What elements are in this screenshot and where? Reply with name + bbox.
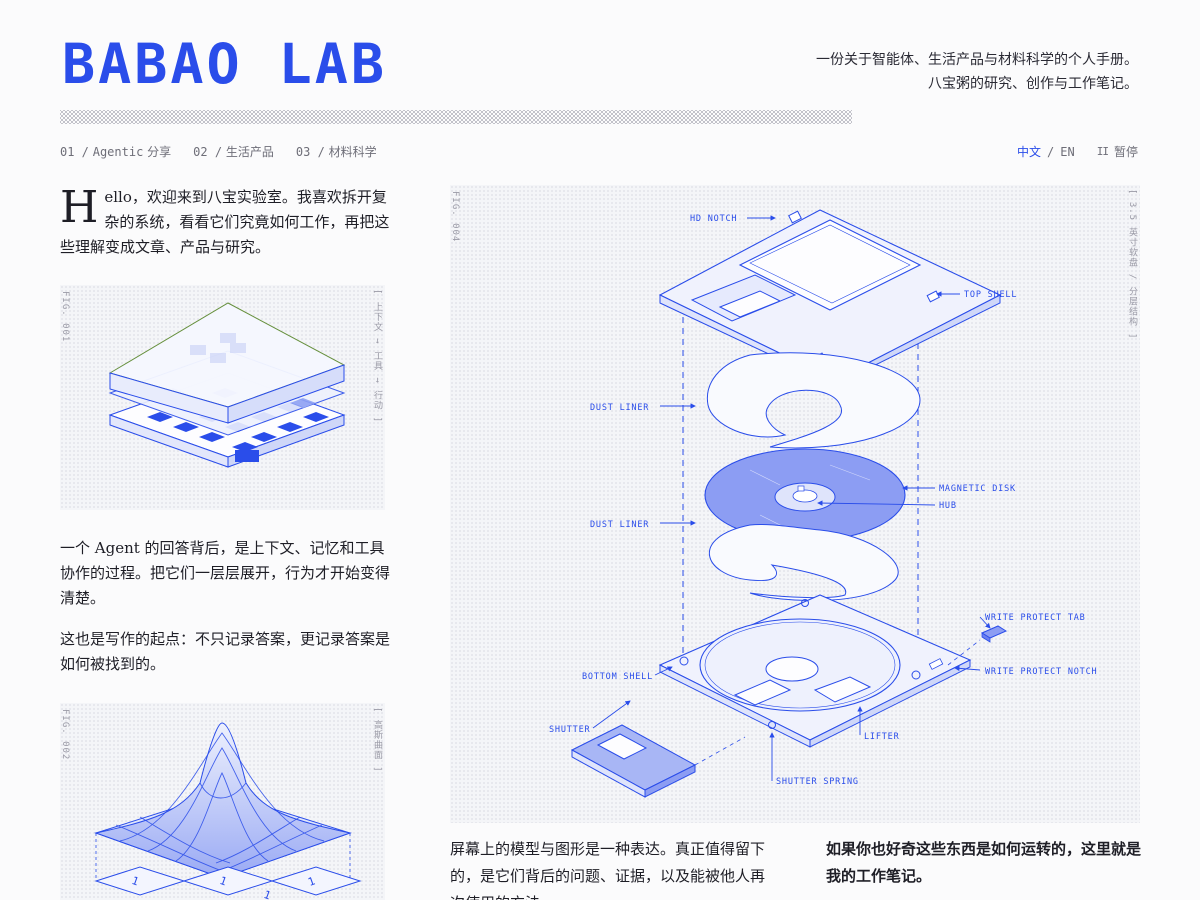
- pause-button[interactable]: II 暂停: [1097, 143, 1138, 160]
- leader-lines: [592, 215, 991, 781]
- label-dust-liner-top: DUST LINER: [590, 403, 649, 413]
- nav-item-materials[interactable]: 03 / 材料科学: [296, 143, 377, 160]
- tagline-line-2: 八宝粥的研究、创作与工作笔记。: [928, 76, 1138, 92]
- figure-side-caption: [ 上下文 → 工具 → 行动 ]: [372, 289, 382, 424]
- label-lifter: LIFTER: [864, 732, 900, 742]
- nav-item-label-suffix: 分享: [147, 145, 172, 159]
- intro-dropcap: H: [60, 182, 99, 233]
- label-hd-notch: HD NOTCH: [690, 214, 737, 224]
- writing-paragraph: 这也是写作的起点：不只记录答案，更记录答案是如何被找到的。: [60, 630, 391, 673]
- label-magnetic-disk: MAGNETIC DISK: [939, 484, 1016, 494]
- figure-label: FIG. 002: [60, 709, 70, 761]
- lang-zh-link[interactable]: 中文: [1017, 145, 1042, 159]
- figure-001: FIG. 001 [ 上下文 → 工具 → 行动 ]: [60, 285, 385, 510]
- nav-item-label: Agentic: [92, 145, 144, 159]
- tile-label: 1: [218, 874, 229, 889]
- dust-liner-top: [706, 352, 921, 449]
- nav-item-label: 生活产品: [225, 145, 274, 159]
- figure-label: FIG. 001: [60, 291, 70, 343]
- label-bottom-shell: BOTTOM SHELL: [582, 672, 653, 682]
- nav-item-life-products[interactable]: 02 / 生活产品: [193, 143, 274, 160]
- pause-label: 暂停: [1113, 145, 1138, 159]
- figure-004: FIG. 004 [ 3.5 英寸软盘 / 分层结构 ]: [450, 185, 1140, 823]
- figure-002: FIG. 002 [ 高斯曲面 ]: [60, 703, 385, 900]
- pause-icon: II: [1096, 145, 1109, 158]
- write-protect-tab-part: [980, 625, 1008, 643]
- label-shutter-spring: SHUTTER SPRING: [776, 777, 859, 787]
- site-tagline: 一份关于智能体、生活产品与材料科学的个人手册。 八宝粥的研究、创作与工作笔记。: [816, 48, 1138, 96]
- nav-item-number: 02 /: [193, 145, 223, 159]
- figure-side-caption: [ 3.5 英寸软盘 / 分层结构 ]: [1127, 189, 1137, 340]
- layer-stack-illustration: [108, 302, 346, 468]
- label-shutter: SHUTTER: [549, 725, 591, 735]
- magnetic-disk: [704, 448, 906, 542]
- floppy-disk-exploded-view: HD NOTCH TOP SHELL DUST LINER MAGNETIC D…: [549, 209, 1097, 798]
- tile-label: 1: [306, 874, 317, 889]
- bottom-tiles: [94, 866, 362, 896]
- bottom-shell: [658, 594, 972, 748]
- gaussian-surface-illustration: 1 1 1 1: [94, 722, 362, 900]
- main-nav: 01 / Agentic 分享 02 / 生活产品 03 / 材料科学: [60, 143, 377, 160]
- language-switcher: 中文 / EN II 暂停: [1017, 143, 1138, 160]
- tile-label: 1: [262, 888, 273, 900]
- shutter-part: [570, 724, 697, 798]
- intro-text: ello，欢迎来到八宝实验室。我喜欢拆开复杂的系统，看看它们究竟如何工作，再把这…: [60, 188, 390, 256]
- nav-item-number: 01 /: [60, 145, 89, 159]
- lang-en-link[interactable]: EN: [1060, 144, 1075, 159]
- label-write-protect-notch: WRITE PROTECT NOTCH: [985, 667, 1097, 677]
- dust-liner-bottom: [708, 523, 899, 602]
- lang-separator: /: [1047, 144, 1055, 159]
- closing-statement: 如果你也好奇这些东西是如何运转的，这里就是我的工作笔记。: [826, 840, 1142, 885]
- figure-label: FIG. 004: [450, 191, 460, 243]
- label-write-protect-tab: WRITE PROTECT TAB: [985, 613, 1086, 623]
- tile-label: 1: [130, 874, 141, 889]
- nav-item-label: 材料科学: [328, 145, 377, 159]
- floppy-caption: 屏幕上的模型与图形是一种表达。真正值得留下的，是它们背后的问题、证据，以及能被他…: [450, 840, 766, 900]
- label-dust-liner-bottom: DUST LINER: [590, 520, 649, 530]
- tagline-line-1: 一份关于智能体、生活产品与材料科学的个人手册。: [816, 52, 1138, 68]
- label-top-shell: TOP SHELL: [964, 290, 1017, 300]
- top-slab: [108, 302, 346, 424]
- intro-paragraph: H ello，欢迎来到八宝实验室。我喜欢拆开复杂的系统，看看它们究竟如何工作，再…: [60, 185, 390, 260]
- site-logo[interactable]: BABAO LAB: [62, 32, 388, 96]
- nav-item-agentic[interactable]: 01 / Agentic 分享: [60, 143, 171, 160]
- nav-item-number: 03 /: [295, 145, 325, 159]
- label-hub: HUB: [939, 501, 957, 511]
- agent-paragraph: 一个 Agent 的回答背后，是上下文、记忆和工具协作的过程。把它们一层层展开，…: [60, 539, 391, 607]
- dotted-divider: [60, 110, 852, 124]
- figure-side-caption: [ 高斯曲面 ]: [372, 707, 382, 773]
